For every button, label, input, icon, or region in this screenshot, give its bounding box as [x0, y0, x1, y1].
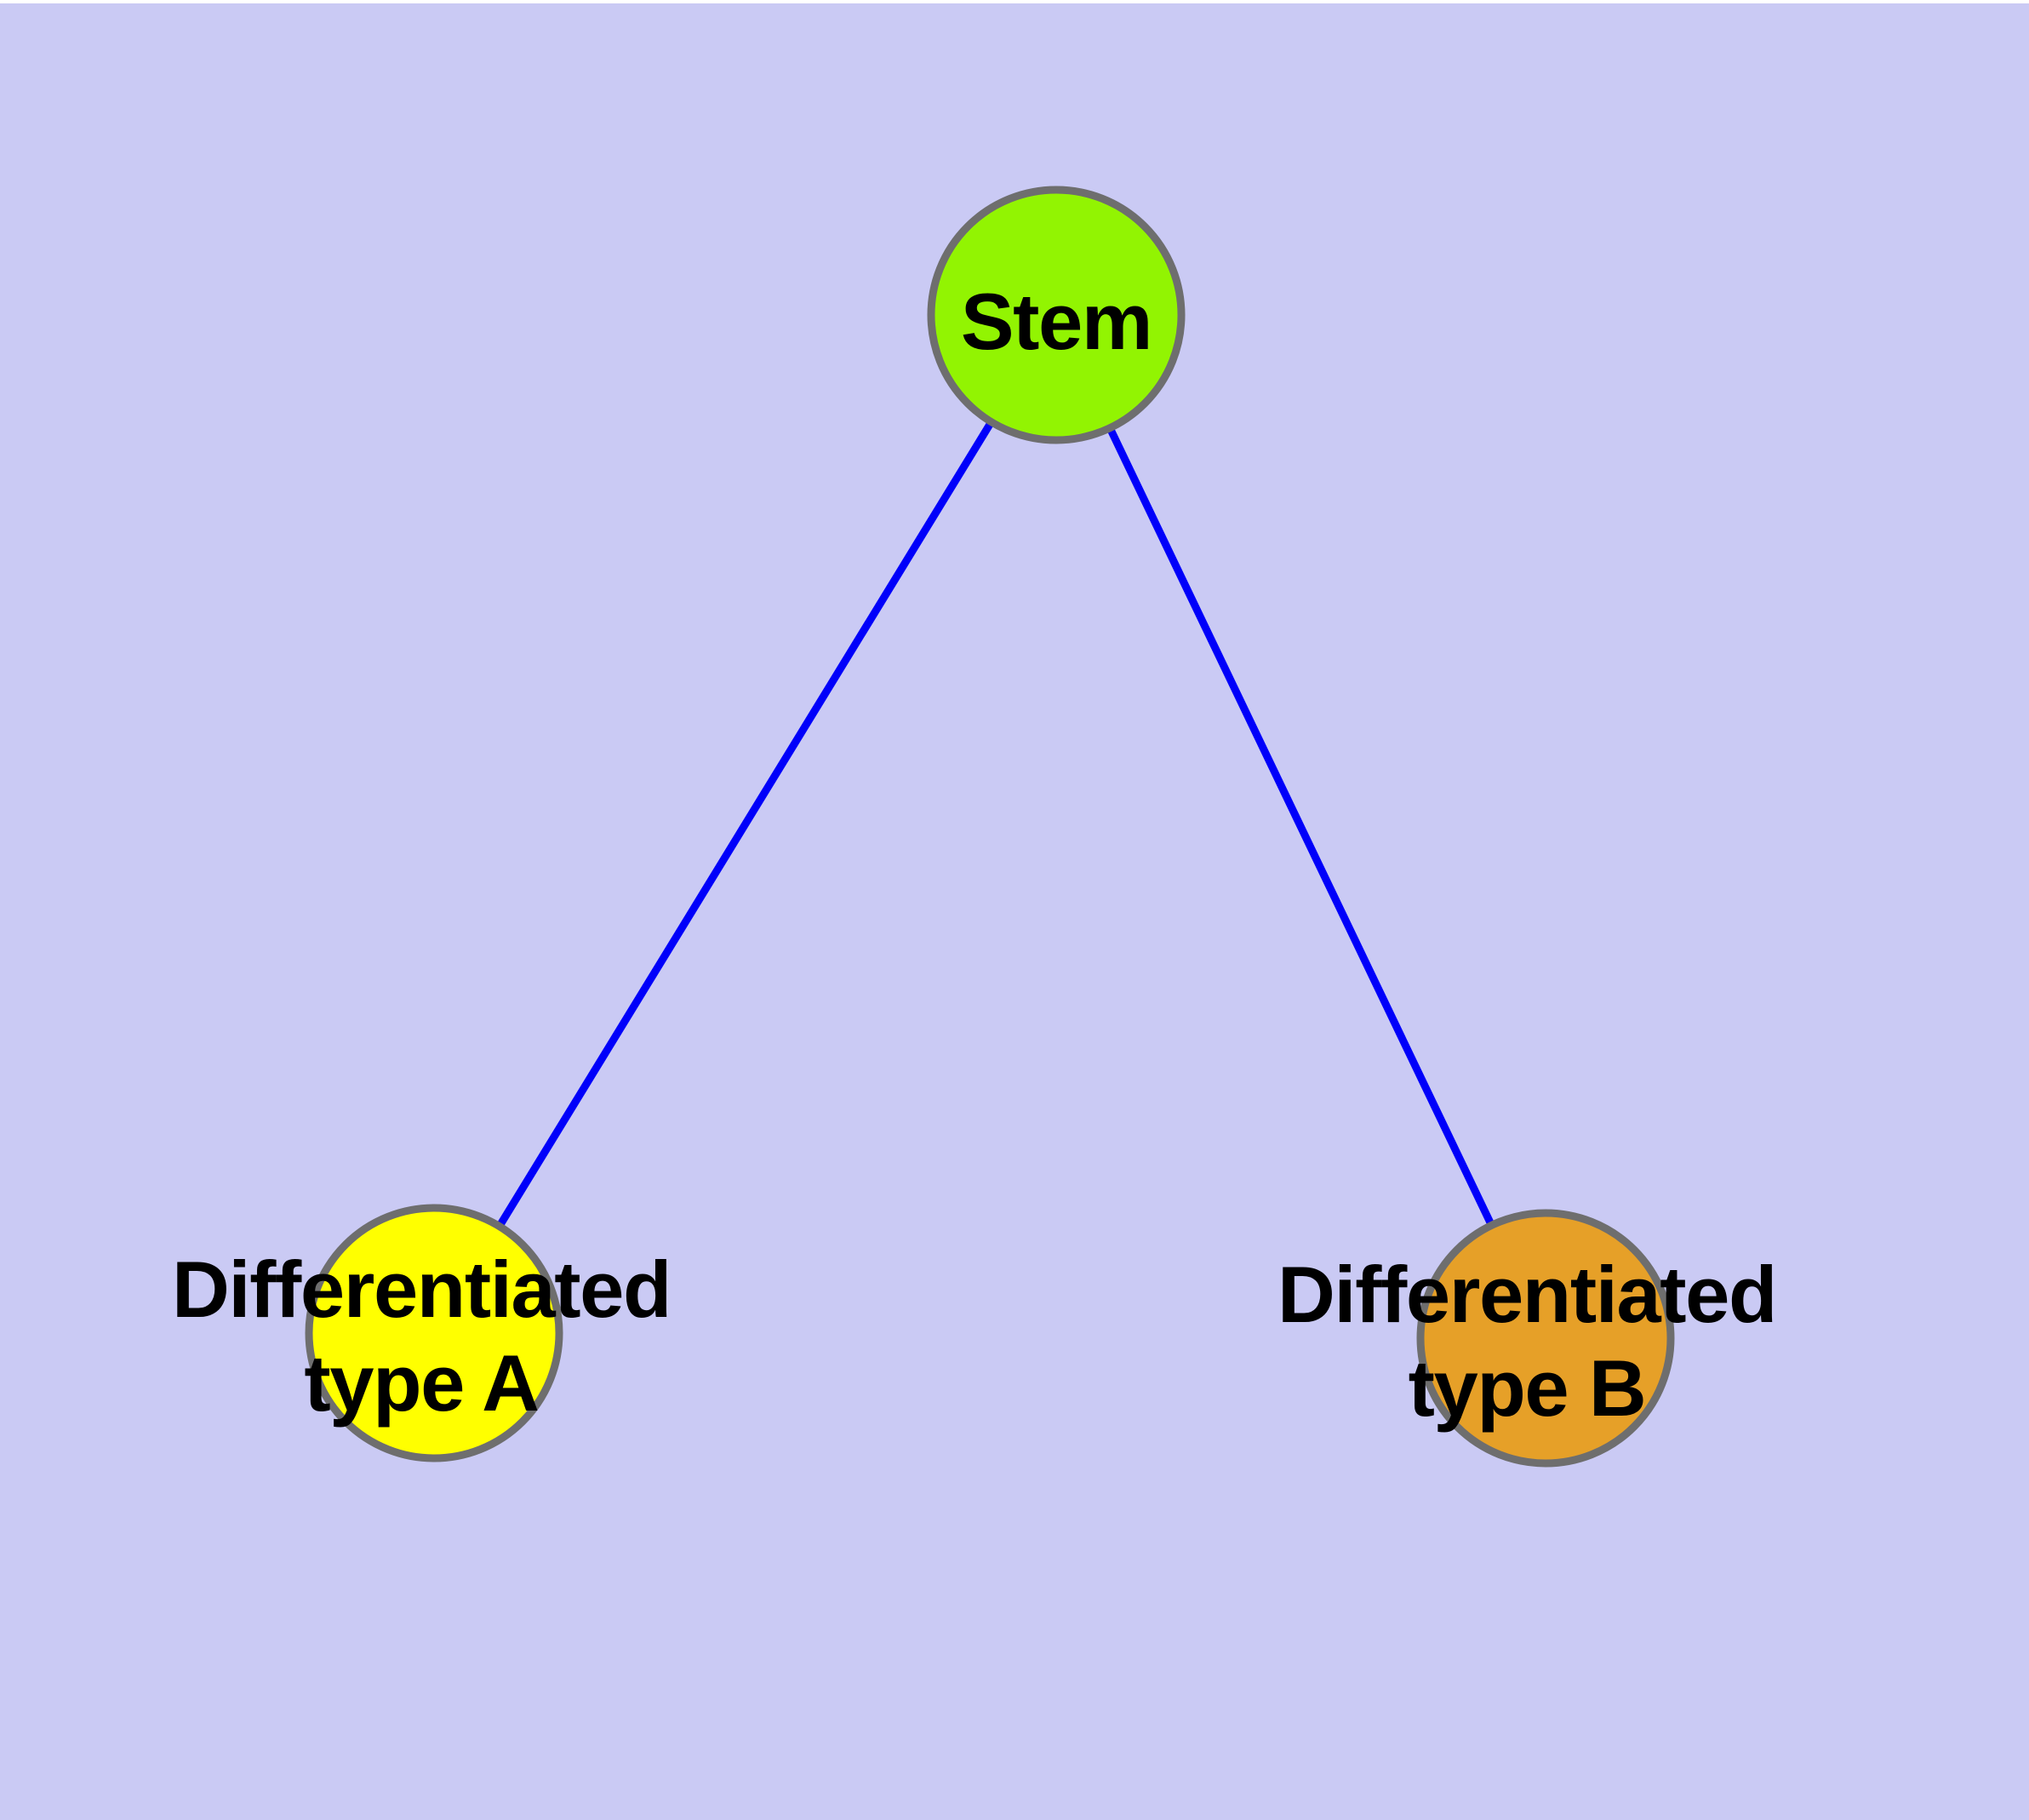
node-stem-circle [927, 186, 1186, 444]
node-layer: Stem Differentiated type A Differentiate… [172, 186, 1777, 1468]
node-stem-label: Stem [961, 277, 1152, 366]
node-type-a-circle [305, 1204, 563, 1462]
node-type-a-label-line2: type A [304, 1338, 538, 1428]
edge-stem-to-type-b [1052, 314, 1550, 1340]
edge-layer [431, 313, 1550, 1340]
node-type-a: Differentiated type A [172, 1204, 672, 1462]
edge-stem-to-type-a [431, 313, 1060, 1336]
node-stem: Stem [927, 186, 1186, 444]
node-type-b: Differentiated type B [1277, 1209, 1777, 1468]
node-type-b-label-line1: Differentiated [1277, 1250, 1776, 1339]
node-type-a-label-line1: Differentiated [172, 1245, 671, 1334]
node-type-b-label-line2: type B [1409, 1343, 1646, 1433]
node-type-b-circle [1416, 1209, 1675, 1468]
